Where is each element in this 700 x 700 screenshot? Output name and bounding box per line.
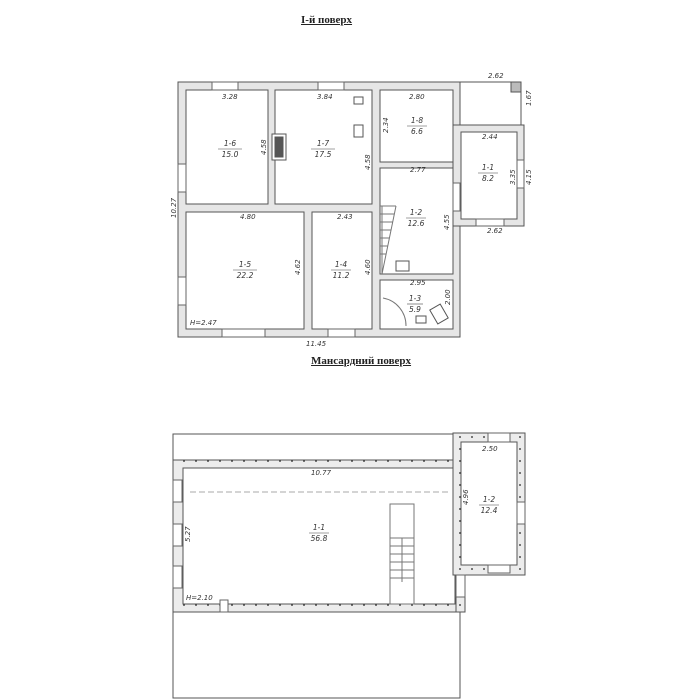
room-area-1-4: 11.2 <box>333 271 350 280</box>
room-label-1-5: 1-5 <box>239 260 251 269</box>
room-area-1-7: 17.5 <box>315 150 332 159</box>
room-area-1-8: 6.6 <box>411 127 423 136</box>
floor2-title: Мансардний поверх <box>311 355 412 367</box>
dim: 2.80 <box>409 93 425 101</box>
room-label-2-1-2: 1-2 <box>483 495 495 504</box>
dim: 3.35 <box>509 169 517 185</box>
dim: 4.15 <box>525 169 533 185</box>
room-area-2-1-1: 56.8 <box>311 534 328 543</box>
dim: 4.58 <box>260 139 268 155</box>
dim: 1.67 <box>525 90 533 106</box>
dim: 2.77 <box>410 166 426 174</box>
height-mark: H=2.47 <box>190 319 217 327</box>
dim: 4.55 <box>443 214 451 230</box>
room-area-1-6: 15.0 <box>222 150 239 159</box>
dim: 4.62 <box>294 259 302 275</box>
dim: 4.96 <box>462 489 470 505</box>
dim: 2.44 <box>482 133 498 141</box>
dim: 3.28 <box>222 93 238 101</box>
dim: 2.50 <box>482 445 498 453</box>
room-label-1-7: 1-7 <box>317 139 329 148</box>
dim: 11.45 <box>306 340 327 348</box>
height-mark: H=2.10 <box>186 594 213 602</box>
room-area-2-1-2: 12.4 <box>481 506 498 515</box>
dim: 2.95 <box>410 279 426 287</box>
dim: 10.27 <box>170 197 178 218</box>
dim: 5.27 <box>184 526 192 542</box>
room-label-1-2: 1-2 <box>410 208 422 217</box>
floor1-title: I-й поверх <box>301 14 353 26</box>
room-label-1-4: 1-4 <box>335 260 347 269</box>
dim: 10.77 <box>311 469 332 477</box>
room-area-1-1: 8.2 <box>482 174 494 183</box>
dim: 4.60 <box>364 259 372 275</box>
dim: 4.80 <box>240 213 256 221</box>
room-label-1-1: 1-1 <box>482 163 494 172</box>
dim: 2.62 <box>487 227 503 235</box>
room-area-1-3: 5.9 <box>409 305 421 314</box>
room-label-1-8: 1-8 <box>411 116 423 125</box>
room-area-1-5: 22.2 <box>237 271 254 280</box>
dim: 2.43 <box>337 213 353 221</box>
floor2-plan <box>172 432 526 699</box>
dim: 2.00 <box>444 289 452 305</box>
floor1-plan <box>177 81 525 338</box>
room-label-1-6: 1-6 <box>224 139 236 148</box>
dim: 2.34 <box>382 117 390 133</box>
dim: 4.58 <box>364 154 372 170</box>
room-area-1-2: 12.6 <box>408 219 425 228</box>
dim: 2.62 <box>488 72 504 80</box>
dim: 3.84 <box>317 93 333 101</box>
room-label-1-3: 1-3 <box>409 294 421 303</box>
room-label-2-1-1: 1-1 <box>313 523 325 532</box>
